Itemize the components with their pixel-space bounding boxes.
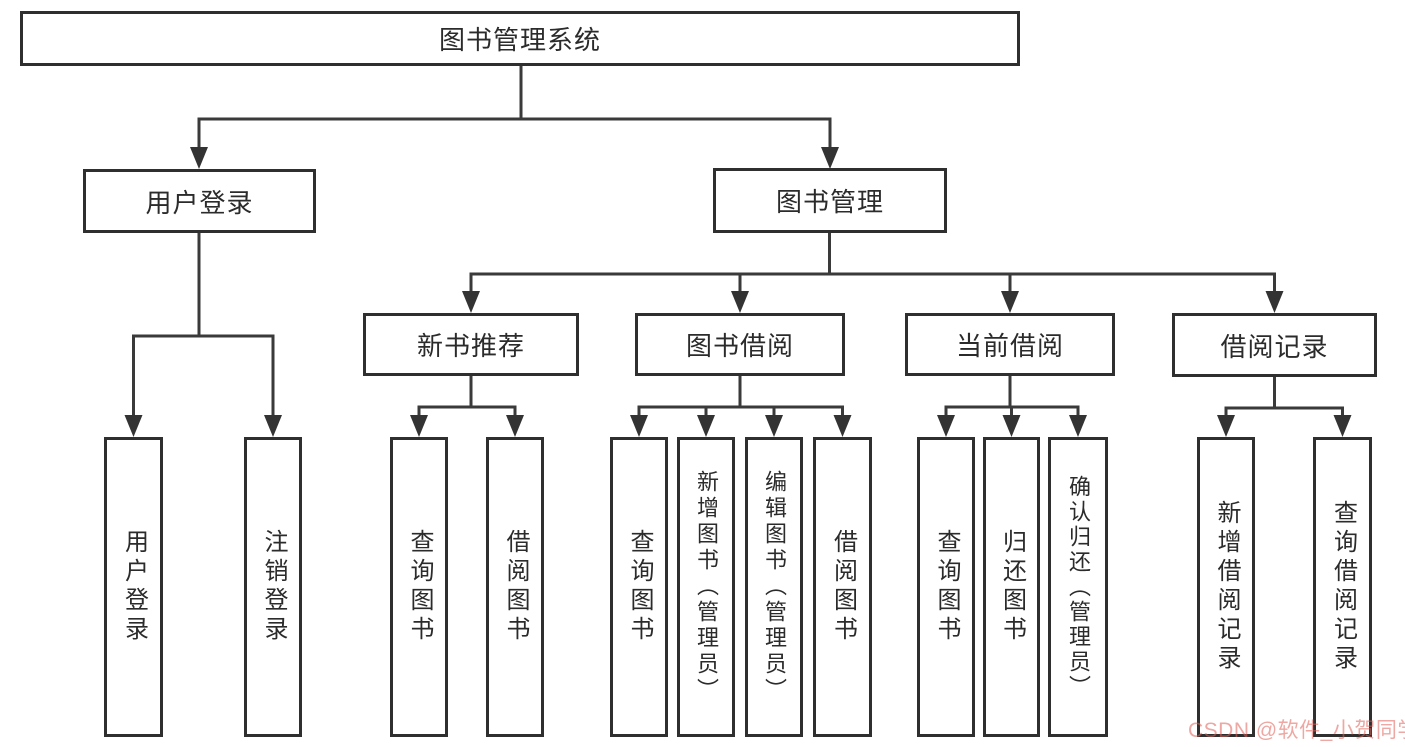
leaf-br-query-record: 查询借阅记录 <box>1313 437 1372 737</box>
node-borrow-records: 借阅记录 <box>1172 313 1377 377</box>
leaf-br-query-record-label: 查询借阅记录 <box>1329 500 1357 674</box>
leaf-nbr-query-books: 查询图书 <box>390 437 448 737</box>
leaf-nbr-borrow-books-label: 借阅图书 <box>502 529 529 645</box>
leaf-bb-edit-books: 编辑图书（管理员） <box>745 437 803 737</box>
leaf-cb-confirm-return-label: 确认归还（管理员） <box>1066 474 1091 700</box>
connector-root-to-level2 <box>190 66 839 169</box>
connector-new-book-rec-children <box>410 376 524 437</box>
leaf-bb-add-books: 新增图书（管理员） <box>677 437 735 737</box>
node-book-borrow: 图书借阅 <box>635 313 845 376</box>
node-user-login: 用户登录 <box>83 169 316 233</box>
connector-current-borrow-children <box>937 376 1087 437</box>
connector-borrow-records-children <box>1217 377 1352 437</box>
leaf-logout-login: 注销登录 <box>244 437 302 737</box>
connector-book-borrow-children <box>630 376 852 437</box>
node-book-mgmt-label: 图书管理 <box>775 187 884 217</box>
leaf-br-add-record-label: 新增借阅记录 <box>1213 500 1240 674</box>
leaf-br-add-record: 新增借阅记录 <box>1197 437 1255 737</box>
leaf-bb-add-books-label: 新增图书（管理员） <box>694 470 719 704</box>
leaf-cb-query-books-label: 查询图书 <box>933 529 960 645</box>
leaf-nbr-query-books-label: 查询图书 <box>406 529 433 645</box>
node-book-mgmt: 图书管理 <box>713 168 947 233</box>
leaf-nbr-borrow-books: 借阅图书 <box>486 437 544 737</box>
connector-book-mgmt-children <box>462 233 1284 313</box>
node-current-borrow-label: 当前借阅 <box>955 331 1064 361</box>
node-book-borrow-label: 图书借阅 <box>685 331 794 361</box>
connector-user-login-children <box>124 233 282 437</box>
node-user-login-label: 用户登录 <box>145 187 254 218</box>
node-new-book-rec-label: 新书推荐 <box>416 331 525 361</box>
node-borrow-records-label: 借阅记录 <box>1220 331 1329 362</box>
leaf-cb-query-books: 查询图书 <box>917 437 975 737</box>
leaf-bb-edit-books-label: 编辑图书（管理员） <box>762 470 787 704</box>
leaf-user-login: 用户登录 <box>104 437 163 737</box>
watermark: CSDN @软件_小贺同学 <box>1188 719 1405 742</box>
leaf-cb-return-books-label: 归还图书 <box>998 529 1026 645</box>
leaf-cb-confirm-return: 确认归还（管理员） <box>1048 437 1108 737</box>
leaf-bb-borrow-books: 借阅图书 <box>813 437 872 737</box>
leaf-bb-query-books: 查询图书 <box>610 437 668 737</box>
leaf-logout-login-label: 注销登录 <box>260 529 287 645</box>
leaf-bb-query-books-label: 查询图书 <box>626 529 653 645</box>
node-current-borrow: 当前借阅 <box>905 313 1115 376</box>
leaf-bb-borrow-books-label: 借阅图书 <box>829 529 857 645</box>
node-new-book-rec: 新书推荐 <box>363 313 579 376</box>
leaf-user-login-label: 用户登录 <box>120 529 148 645</box>
leaf-cb-return-books: 归还图书 <box>983 437 1040 737</box>
node-root: 图书管理系统 <box>20 11 1020 66</box>
node-root-label: 图书管理系统 <box>438 25 601 55</box>
